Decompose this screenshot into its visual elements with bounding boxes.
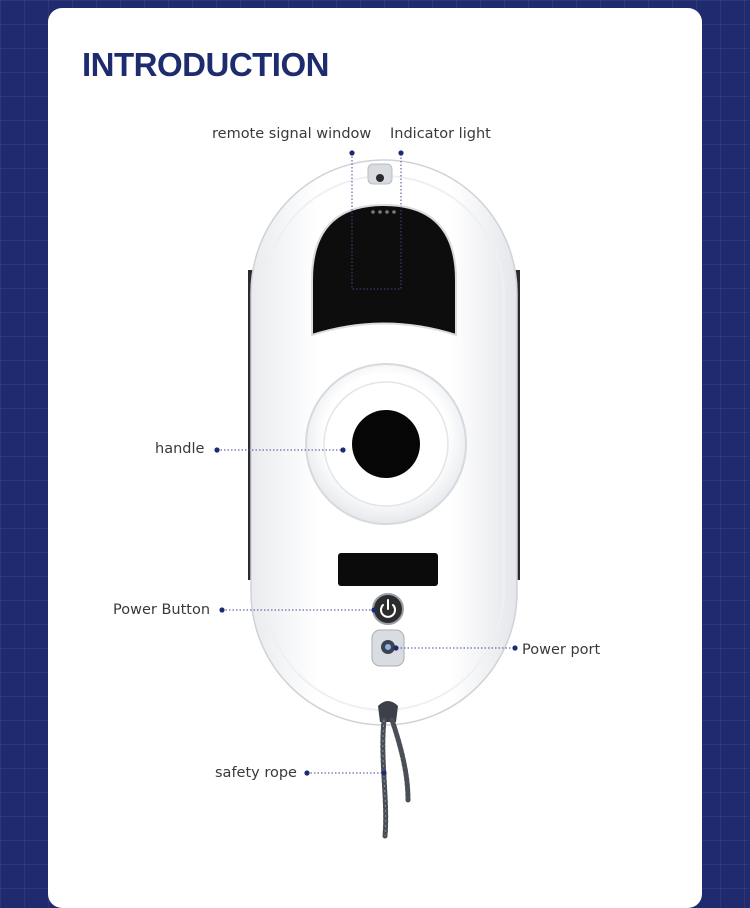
label-handle: handle — [155, 441, 205, 457]
safety-rope — [378, 701, 411, 839]
callout-lines — [217, 153, 515, 774]
label-indicator-light: Indicator light — [390, 126, 491, 142]
label-safety-rope: safety rope — [215, 765, 297, 781]
page-title: INTRODUCTION — [82, 46, 329, 83]
label-remote-signal-window: remote signal window — [212, 126, 372, 142]
label-power-port: Power port — [522, 642, 601, 658]
handle — [305, 363, 467, 525]
indicator-light — [371, 210, 396, 214]
power-icon — [380, 599, 396, 618]
remote-signal-window — [311, 203, 457, 337]
power-button[interactable] — [372, 593, 404, 625]
bottom-sensor-window — [338, 553, 438, 586]
callout-dots — [214, 150, 518, 776]
power-port — [371, 629, 405, 667]
label-power-button: Power Button — [113, 602, 211, 618]
